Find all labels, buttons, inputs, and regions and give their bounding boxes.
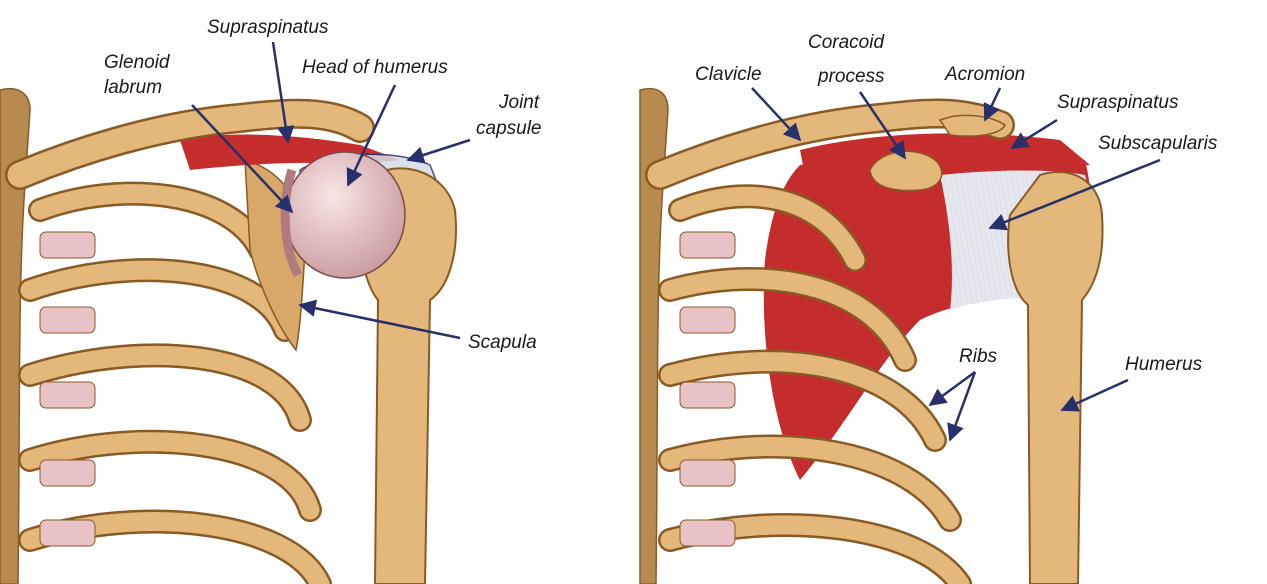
label-head-of-humerus: Head of humerus bbox=[302, 57, 448, 78]
label-subscapularis: Subscapularis bbox=[1098, 133, 1218, 154]
label-clavicle: Clavicle bbox=[695, 64, 762, 85]
costal-cartilage bbox=[680, 460, 735, 486]
costal-cartilage bbox=[40, 460, 95, 486]
label-joint-capsule-line1: Joint bbox=[498, 92, 540, 113]
label-glenoid-labrum-line2: labrum bbox=[104, 77, 162, 98]
left-panel: Supraspinatus Glenoid labrum Head of hum… bbox=[0, 17, 542, 584]
label-coracoid-process-line2: process bbox=[817, 66, 885, 87]
label-glenoid-labrum-line1: Glenoid bbox=[104, 52, 171, 73]
costal-cartilage bbox=[680, 307, 735, 333]
label-scapula: Scapula bbox=[468, 332, 537, 353]
label-supraspinatus: Supraspinatus bbox=[1057, 92, 1179, 113]
arrow-joint-capsule bbox=[408, 140, 470, 160]
label-acromion: Acromion bbox=[944, 64, 1025, 85]
label-coracoid-process-line1: Coracoid bbox=[808, 32, 885, 53]
costal-cartilage bbox=[680, 520, 735, 546]
costal-cartilage bbox=[40, 382, 95, 408]
humerus-head bbox=[285, 152, 405, 278]
costal-cartilage bbox=[40, 520, 95, 546]
label-humerus: Humerus bbox=[1125, 354, 1203, 375]
costal-cartilage bbox=[40, 307, 95, 333]
costal-cartilage bbox=[680, 232, 735, 258]
humerus-bone bbox=[1008, 172, 1102, 584]
label-ribs: Ribs bbox=[959, 346, 998, 367]
label-supraspinatus: Supraspinatus bbox=[207, 17, 329, 38]
right-panel: Clavicle Coracoid process Acromion Supra… bbox=[640, 32, 1218, 584]
label-joint-capsule-line2: capsule bbox=[476, 118, 542, 139]
costal-cartilage bbox=[40, 232, 95, 258]
costal-cartilage bbox=[680, 382, 735, 408]
